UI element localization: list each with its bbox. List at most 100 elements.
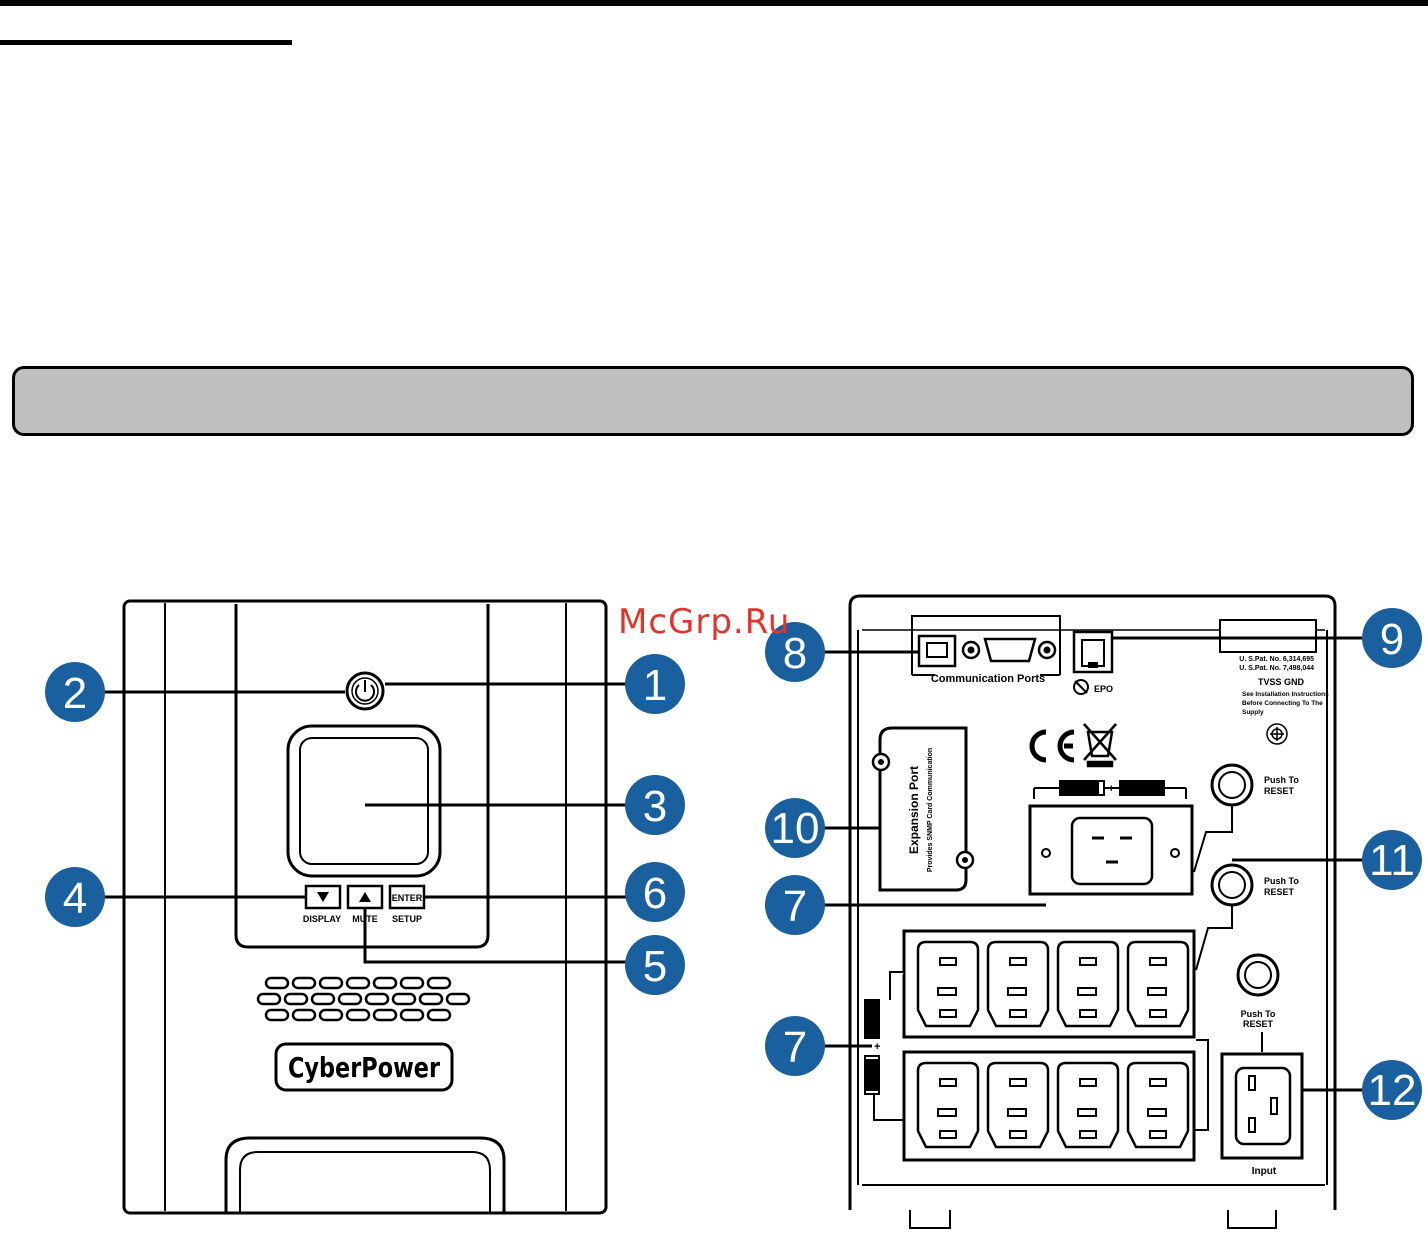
reset-button-1[interactable] [1210,763,1254,807]
epo-label: EPO [1094,684,1113,694]
epo-icon [1073,679,1089,695]
callout-8: 8 [765,622,825,682]
svg-text:12: 12 [1368,1066,1417,1115]
up-arrow-icon [359,892,371,902]
brand-logo: CyberPower [288,1051,440,1084]
callout-6: 6 [625,862,685,922]
c13-outlet[interactable] [1056,940,1120,1028]
usb-port[interactable] [917,634,957,668]
reset-3-line2: RESET [1243,1019,1274,1029]
reset-3-line1: Push To [1241,1009,1276,1019]
callout-3: 3 [625,775,685,835]
down-arrow-icon [317,892,329,902]
vent-slot [256,992,282,1006]
vent-slot [291,1008,317,1022]
callout-7a: 7 [765,875,825,935]
vent-slot [337,992,363,1006]
ce-mark-icon [1029,729,1075,763]
vent-slot [264,1008,290,1022]
expansion-port-cover[interactable]: Expansion Port Provides SNMP Card Commun… [871,726,975,892]
svg-text:6: 6 [643,869,667,918]
callout-1: 1 [625,654,685,714]
svg-text:5: 5 [643,942,667,991]
input-label: Input [1252,1166,1277,1177]
ground-screw-icon [1266,723,1288,745]
leader-lines [100,636,1368,1092]
vent-slot [445,992,471,1006]
callout-9: 9 [1362,608,1422,668]
callout-11: 11 [1362,830,1422,890]
vent-slot [399,976,425,990]
vent-slot [391,992,417,1006]
patent-2: U. S.Pat. No. 7,498,044 [1239,665,1314,672]
svg-text:8: 8 [783,629,807,678]
label-plate [1219,619,1317,653]
svg-text:11: 11 [1369,836,1415,885]
mute-button[interactable] [346,884,384,910]
c13-outlet[interactable] [916,940,980,1028]
expansion-port-note: Provides SNMP Card Communication [927,748,934,872]
c19-outlet-battery[interactable] [1028,804,1194,896]
vent-slot [345,976,371,990]
callout-12: 12 [1362,1060,1422,1120]
svg-text:1: 1 [643,661,667,710]
reset-button-3[interactable] [1236,953,1280,997]
vent-slot [364,992,390,1006]
reset-1-line1: Push To [1264,775,1299,785]
svg-text:2: 2 [63,669,87,718]
reset-button-2[interactable] [1210,863,1254,907]
vent-slot [318,1008,344,1022]
vent-slot [264,976,290,990]
serial-port[interactable] [961,637,1057,663]
tvss-note-3: Supply [1242,709,1264,716]
svg-text:+: + [874,1041,880,1053]
callout-5: 5 [625,935,685,995]
epo-port[interactable] [1072,630,1114,674]
svg-text:10: 10 [771,804,820,853]
battery-icon-top: + [1033,780,1187,799]
callout-7b: 7 [765,1016,825,1076]
heading-underline [0,40,292,45]
display-button[interactable] [304,884,342,910]
svg-text:3: 3 [643,782,667,831]
vent-slot [291,976,317,990]
c13-outlets [916,940,1190,1149]
svg-text:7: 7 [783,1023,807,1072]
vent-slot [372,1008,398,1022]
svg-text:9: 9 [1380,615,1404,664]
vent-slot [426,976,452,990]
top-rule [0,0,1428,6]
reset-2-line1: Push To [1264,876,1299,886]
enter-button[interactable]: ENTER [388,884,426,910]
c13-outlet[interactable] [986,1061,1050,1149]
c13-outlet[interactable] [1126,1061,1190,1149]
power-icon [355,684,375,702]
callout-2: 2 [45,662,105,722]
vent-slot [418,992,444,1006]
vent-slot [399,1008,425,1022]
input-inlet[interactable] [1220,1052,1304,1160]
c13-outlet[interactable] [916,1061,980,1149]
expansion-port-label: Expansion Port [907,766,921,854]
vent-slot [283,992,309,1006]
c13-outlet[interactable] [986,940,1050,1028]
setup-label: SETUP [392,914,422,924]
enter-label: ENTER [392,893,423,903]
svg-text:4: 4 [63,874,87,923]
patent-1: U. S.Pat. No. 6,314,695 [1239,656,1314,663]
tvss-label: TVSS GND [1258,677,1305,687]
vent-slot [318,976,344,990]
rear-panel [848,594,1337,1229]
tvss-note-1: See Installation Instructions [1242,691,1329,698]
c13-outlet[interactable] [1126,940,1190,1028]
c13-outlet[interactable] [1056,1061,1120,1149]
weee-bin-icon [1083,723,1117,768]
callout-10: 10 [765,798,825,858]
power-button[interactable] [345,671,385,711]
vent-slot [372,976,398,990]
callout-4: 4 [45,867,105,927]
vent-slot [426,1008,452,1022]
section-bar [12,366,1414,436]
breaker-links [1193,805,1263,1131]
